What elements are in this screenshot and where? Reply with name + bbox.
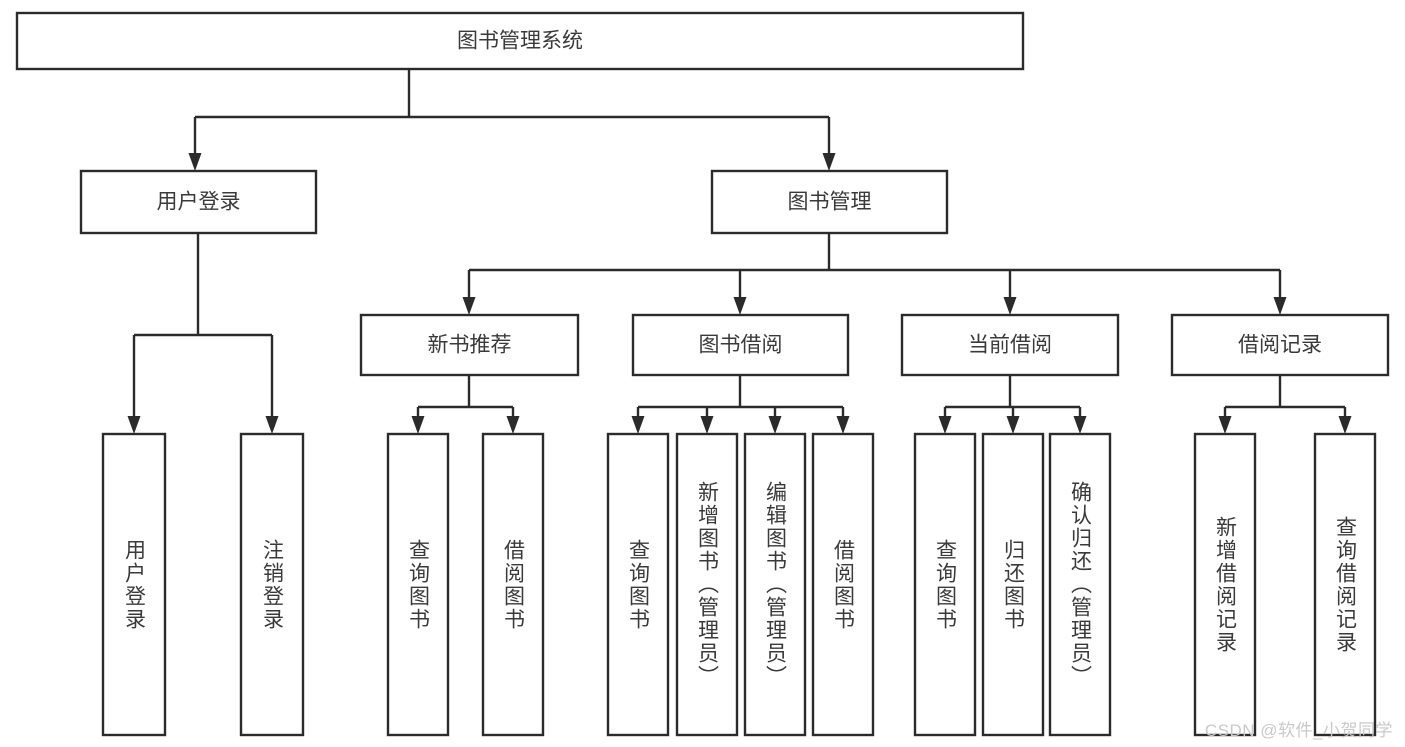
- arrow-head-icon: [506, 416, 520, 434]
- arrow-head-icon: [938, 416, 952, 434]
- node-label: 图书管理系统: [457, 30, 583, 53]
- node-box: [981, 432, 1045, 737]
- node-leaf-查询借阅记录-12[interactable]: [1313, 432, 1377, 737]
- node-l3-图书借阅[interactable]: 图书借阅: [631, 313, 850, 377]
- node-label: 图书借阅: [699, 334, 783, 357]
- node-root-图书管理系统[interactable]: 图书管理系统: [15, 11, 1025, 71]
- arrow-head-icon: [265, 416, 279, 434]
- node-box: [1313, 432, 1377, 737]
- arrow-head-icon: [768, 416, 782, 434]
- node-box: [1048, 432, 1112, 737]
- arrow-head-icon: [411, 416, 425, 434]
- node-l3-当前借阅[interactable]: 当前借阅: [900, 313, 1120, 377]
- node-box: [710, 169, 949, 235]
- node-l2-用户登录[interactable]: 用户登录: [79, 169, 318, 235]
- arrow-head-icon: [1338, 416, 1352, 434]
- connector-layer: [127, 69, 1352, 434]
- node-label: 新书推荐: [428, 334, 512, 357]
- node-box: [386, 432, 450, 737]
- node-box: [1193, 432, 1257, 737]
- arrow-head-icon: [836, 416, 850, 434]
- connector-借阅记录-6: [1218, 375, 1352, 434]
- arrow-head-icon: [462, 297, 476, 315]
- node-label: 图书管理: [788, 191, 872, 214]
- node-leaf-借阅图书-3[interactable]: [481, 432, 545, 737]
- node-box: [631, 313, 850, 377]
- node-leaf-用户登录-0[interactable]: [101, 432, 167, 737]
- connector-图书管理-2: [462, 233, 1287, 315]
- node-box: [239, 432, 305, 737]
- node-leaf-查询图书-2[interactable]: [386, 432, 450, 737]
- arrow-head-icon: [1073, 416, 1087, 434]
- node-box: [1170, 313, 1390, 377]
- node-box: [101, 432, 167, 737]
- node-box: [913, 432, 977, 737]
- node-box: [15, 11, 1025, 71]
- node-box: [79, 169, 318, 235]
- node-leaf-借阅图书-7[interactable]: [811, 432, 875, 737]
- node-label: 借阅记录: [1238, 334, 1322, 357]
- connector-新书推荐-3: [411, 375, 520, 434]
- node-leaf-注销登录-1[interactable]: [239, 432, 305, 737]
- csdn-watermark: CSDN @软件_小贺同学: [1204, 721, 1393, 740]
- node-box: [675, 432, 739, 737]
- connector-当前借阅-5: [938, 375, 1087, 434]
- node-box: [606, 432, 670, 737]
- arrow-head-icon: [127, 416, 141, 434]
- node-l2-图书管理[interactable]: 图书管理: [710, 169, 949, 235]
- node-leaf-新增借阅记录-11[interactable]: [1193, 432, 1257, 737]
- node-leaf-编辑图书管理员-6[interactable]: [743, 432, 807, 737]
- arrow-head-icon: [1006, 416, 1020, 434]
- arrow-head-icon: [631, 416, 645, 434]
- node-label: 用户登录: [157, 191, 241, 214]
- node-leaf-确认归还管理员-10[interactable]: [1048, 432, 1112, 737]
- node-leaf-查询图书-8[interactable]: [913, 432, 977, 737]
- node-box: [359, 313, 580, 377]
- node-l3-新书推荐[interactable]: 新书推荐: [359, 313, 580, 377]
- arrow-head-icon: [1218, 416, 1232, 434]
- node-box: [900, 313, 1120, 377]
- connector-图书管理系统-0: [188, 69, 836, 171]
- node-label: 当前借阅: [968, 334, 1052, 357]
- connector-用户登录-1: [127, 233, 279, 434]
- node-box: [481, 432, 545, 737]
- arrow-head-icon: [1003, 297, 1017, 315]
- node-box: [743, 432, 807, 737]
- arrow-head-icon: [1273, 297, 1287, 315]
- node-leaf-查询图书-4[interactable]: [606, 432, 670, 737]
- node-box: [811, 432, 875, 737]
- arrow-head-icon: [733, 297, 747, 315]
- connector-图书借阅-4: [631, 375, 850, 434]
- node-l3-借阅记录[interactable]: 借阅记录: [1170, 313, 1390, 377]
- arrow-head-icon: [700, 416, 714, 434]
- arrow-head-icon: [188, 153, 202, 171]
- node-leaf-归还图书-9[interactable]: [981, 432, 1045, 737]
- arrow-head-icon: [822, 153, 836, 171]
- node-leaf-新增图书管理员-5[interactable]: [675, 432, 739, 737]
